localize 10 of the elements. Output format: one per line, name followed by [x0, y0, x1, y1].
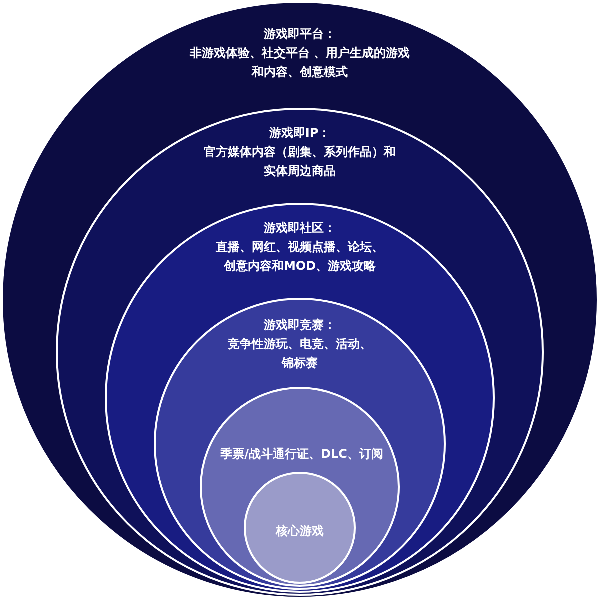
- body-text: 官方媒体内容（剧集、系列作品）和实体周边商品: [204, 144, 396, 180]
- heading-text: 游戏即IP：: [268, 125, 332, 142]
- body-text: 直播、网红、视频点播、论坛、创意内容和MOD、游戏攻略: [215, 239, 385, 275]
- heading-text: 游戏即竞赛：: [263, 317, 337, 334]
- heading-text: 游戏即平台：: [263, 26, 337, 43]
- body-text: 竞争性游玩、电竞、活动、锦标赛: [227, 336, 373, 372]
- heading-text: 游戏即社区：: [263, 220, 337, 237]
- body-text: 非游戏体验、社交平台 、用户生成的游戏和内容、创意模式: [188, 45, 412, 81]
- body-text: 季票/战斗通行证、DLC、订阅: [220, 446, 384, 463]
- body-text: 核心游戏: [274, 523, 325, 540]
